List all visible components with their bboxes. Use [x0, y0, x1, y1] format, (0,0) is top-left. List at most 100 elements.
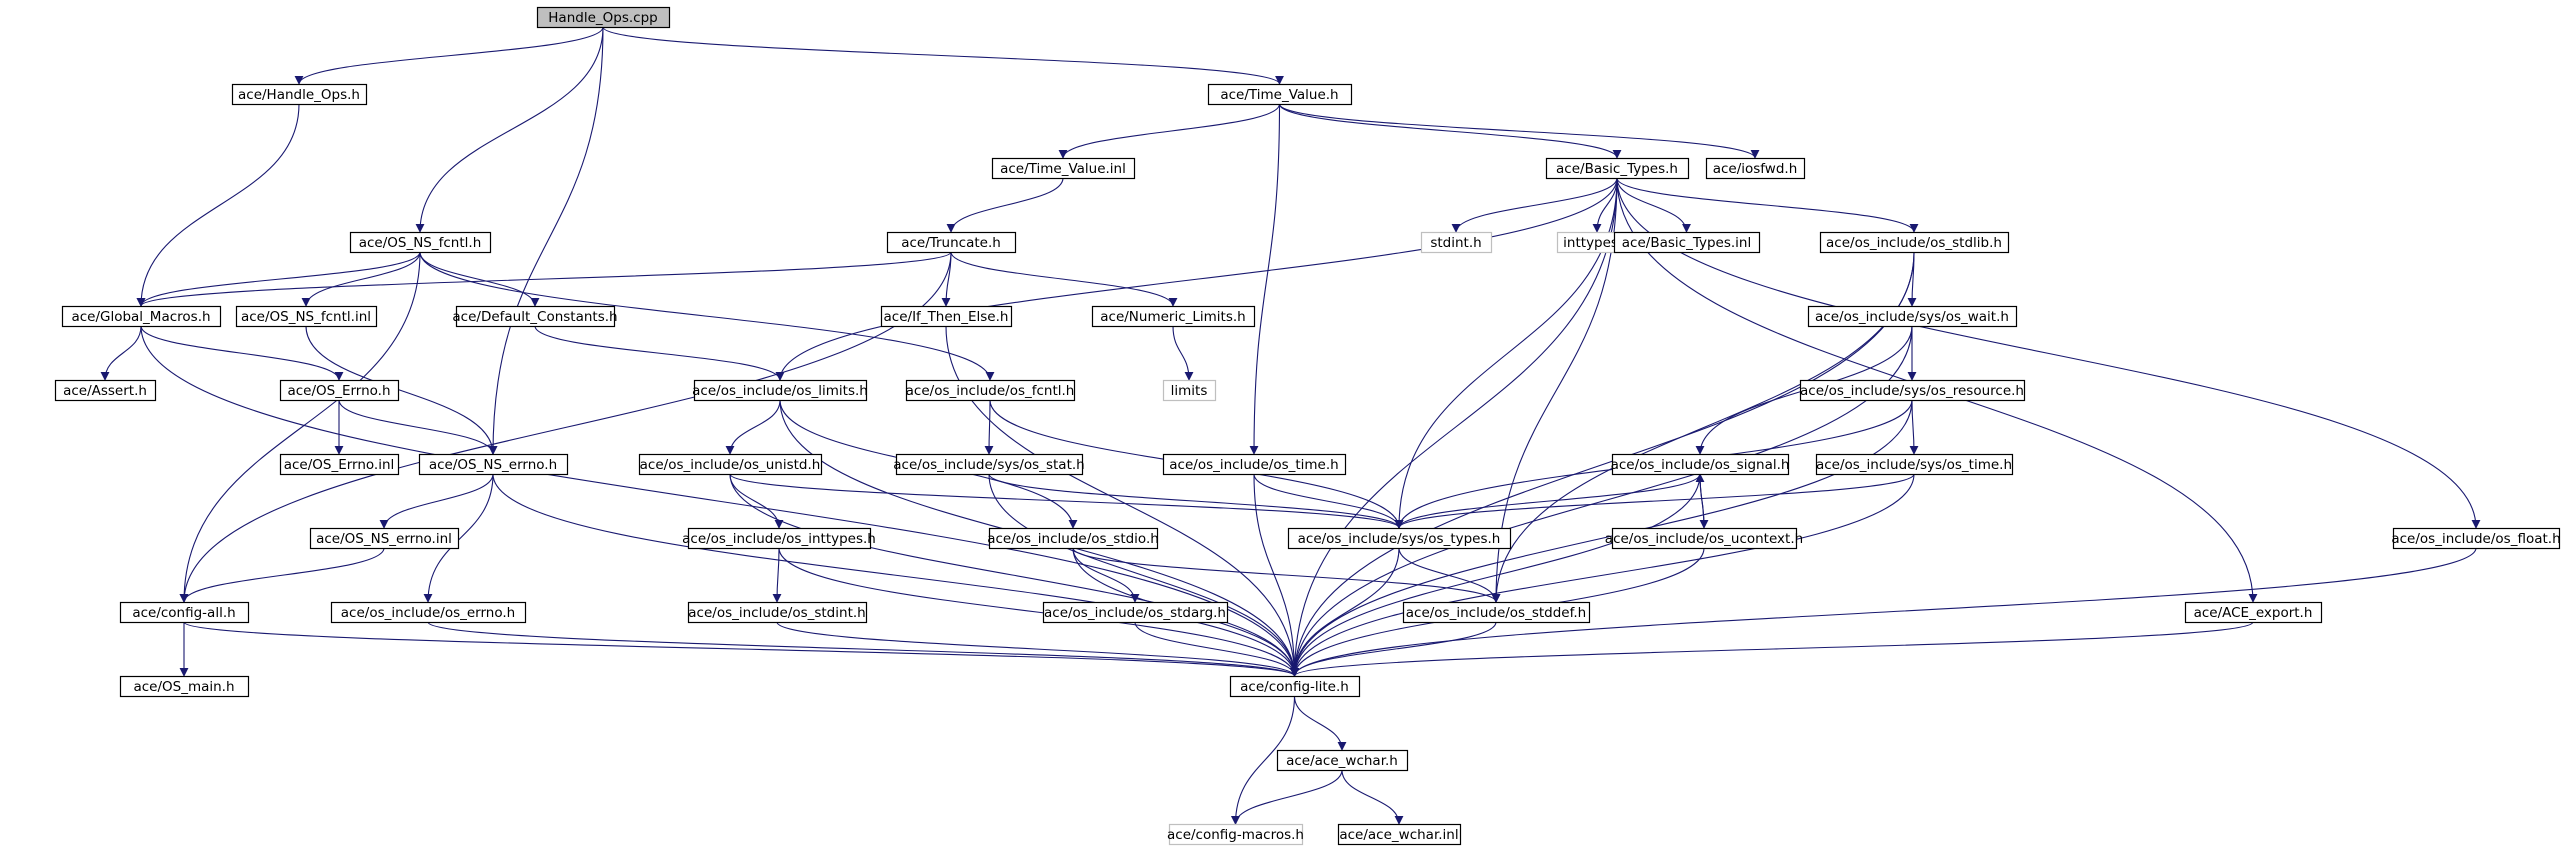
- node-label: ace/os_include/os_stdint.h: [688, 605, 865, 621]
- node-label: ace/os_include/os_unistd.h: [640, 457, 821, 473]
- header-node[interactable]: ace/os_include/os_errno.h: [330, 601, 527, 624]
- dependency-edge: [1231, 769, 1343, 825]
- node-box: [418, 453, 569, 476]
- node-box: [693, 379, 868, 402]
- header-node[interactable]: ace/Time_Value.inl: [991, 157, 1136, 180]
- dependency-edge: [1398, 547, 1501, 603]
- header-node[interactable]: ace/OS_main.h: [119, 675, 250, 698]
- dependency-arrow: [1290, 621, 2254, 677]
- header-node[interactable]: ace/ACE_export.h: [2184, 601, 2323, 624]
- node-label: ace/Basic_Types.h: [1556, 161, 1678, 177]
- header-node[interactable]: ace/config-all.h: [119, 601, 250, 624]
- header-node[interactable]: ace/OS_Errno.inl: [279, 453, 400, 476]
- root-file-node[interactable]: Handle_Ops.cpp: [536, 6, 671, 29]
- dependency-arrow: [1278, 103, 1760, 159]
- dependency-edge: [1394, 473, 1915, 529]
- header-node[interactable]: ace/os_include/os_stddef.h: [1402, 601, 1591, 624]
- node-box: [119, 601, 250, 624]
- header-node[interactable]: ace/os_include/os_limits.h: [692, 379, 868, 402]
- dependency-arrow: [946, 177, 1064, 233]
- node-box: [905, 379, 1076, 402]
- external-header-node[interactable]: ace/config-macros.h: [1167, 823, 1304, 846]
- header-node[interactable]: ace/Default_Constants.h: [452, 305, 618, 328]
- header-node[interactable]: ace/Basic_Types.inl: [1613, 231, 1761, 254]
- dependency-arrow: [950, 251, 1178, 307]
- dependency-arrow: [725, 399, 781, 455]
- header-node[interactable]: ace/os_include/os_float.h: [2391, 527, 2561, 550]
- dependency-edge: [1072, 547, 1140, 603]
- dependency-edge: [427, 621, 1299, 677]
- dependency-arrow: [988, 473, 1299, 677]
- header-node[interactable]: ace/os_include/os_fcntl.h: [905, 379, 1076, 402]
- dependency-arrow: [136, 103, 300, 307]
- dependency-arrow: [1134, 621, 1299, 677]
- node-label: ace/os_include/os_signal.h: [1611, 457, 1790, 473]
- node-box: [687, 527, 872, 550]
- node-box: [880, 305, 1013, 328]
- header-node[interactable]: ace/Time_Value.h: [1207, 83, 1353, 106]
- header-node[interactable]: ace/OS_NS_errno.inl: [309, 527, 460, 550]
- header-node[interactable]: ace/os_include/os_stdlib.h: [1819, 231, 2010, 254]
- header-node[interactable]: ace/os_include/os_stdint.h: [687, 601, 868, 624]
- dependency-edge: [1249, 103, 1281, 455]
- header-node[interactable]: ace/os_include/os_inttypes.h: [682, 527, 876, 550]
- dependency-arrow: [294, 26, 604, 85]
- header-node[interactable]: ace/ace_wchar.inl: [1337, 823, 1462, 846]
- dependency-arrow: [1253, 473, 1404, 529]
- header-node[interactable]: ace/Assert.h: [54, 379, 157, 402]
- header-node[interactable]: ace/ace_wchar.h: [1276, 749, 1409, 772]
- dependency-arrow: [1451, 177, 1618, 233]
- header-node[interactable]: ace/OS_Errno.h: [279, 379, 400, 402]
- header-node[interactable]: ace/OS_NS_fcntl.h: [349, 231, 492, 254]
- dependency-arrow: [778, 547, 1299, 677]
- header-node[interactable]: ace/os_include/sys/os_resource.h: [1799, 379, 2026, 402]
- header-node[interactable]: ace/os_include/os_stdarg.h: [1042, 601, 1229, 624]
- dependency-edge: [984, 399, 994, 455]
- header-node[interactable]: ace/Global_Macros.h: [61, 305, 222, 328]
- dependency-arrow: [419, 251, 995, 381]
- dependency-arrow: [729, 473, 1404, 529]
- header-node[interactable]: ace/os_include/sys/os_stat.h: [893, 453, 1085, 476]
- header-node[interactable]: ace/os_include/os_ucontext.h: [1605, 527, 1803, 550]
- dependency-edge: [1072, 547, 1501, 603]
- header-node[interactable]: ace/Basic_Types.h: [1545, 157, 1690, 180]
- header-node[interactable]: ace/iosfwd.h: [1705, 157, 1806, 180]
- header-node[interactable]: ace/OS_NS_fcntl.inl: [235, 305, 378, 328]
- node-label: ace/os_include/sys/os_wait.h: [1815, 309, 2009, 325]
- node-box: [687, 601, 868, 624]
- dependency-arrow: [534, 325, 785, 381]
- header-node[interactable]: ace/os_include/sys/os_types.h: [1287, 527, 1512, 550]
- dependency-arrow: [984, 399, 994, 455]
- node-box: [1162, 379, 1217, 402]
- header-node[interactable]: ace/config-lite.h: [1229, 675, 1361, 698]
- header-node[interactable]: ace/os_include/os_stdio.h: [987, 527, 1159, 550]
- header-node[interactable]: ace/OS_NS_errno.h: [418, 453, 569, 476]
- dependency-edge: [1616, 177, 1691, 233]
- dependency-edge: [1278, 103, 1622, 159]
- dependency-arrow: [1394, 473, 1701, 529]
- dependency-arrow: [1909, 399, 1919, 455]
- header-node[interactable]: ace/If_Then_Else.h: [880, 305, 1013, 328]
- header-node[interactable]: ace/Handle_Ops.h: [231, 83, 368, 106]
- node-box: [638, 453, 823, 476]
- dependency-edge: [136, 251, 952, 307]
- header-node[interactable]: ace/os_include/sys/os_wait.h: [1807, 305, 2018, 328]
- header-node[interactable]: ace/os_include/sys/os_time.h: [1815, 453, 2014, 476]
- node-label: ace/Basic_Types.inl: [1622, 235, 1751, 251]
- dependency-edge: [778, 547, 1299, 677]
- dependency-edge: [1394, 473, 1701, 529]
- header-node[interactable]: ace/os_include/os_unistd.h: [638, 453, 823, 476]
- header-node[interactable]: ace/Truncate.h: [886, 231, 1017, 254]
- node-box: [886, 231, 1017, 254]
- dependency-arrow: [1172, 325, 1194, 381]
- external-header-node[interactable]: limits: [1162, 379, 1217, 402]
- dependency-edge: [534, 325, 785, 381]
- header-node[interactable]: ace/os_include/os_signal.h: [1611, 453, 1790, 476]
- node-box: [231, 83, 368, 106]
- header-node[interactable]: ace/os_include/os_time.h: [1162, 453, 1347, 476]
- dependency-arrow: [492, 473, 1299, 677]
- node-label: ace/OS_NS_errno.inl: [316, 531, 452, 547]
- header-node[interactable]: ace/Numeric_Limits.h: [1091, 305, 1256, 328]
- dependency-arrow: [1290, 547, 2477, 677]
- external-header-node[interactable]: stdint.h: [1420, 231, 1493, 254]
